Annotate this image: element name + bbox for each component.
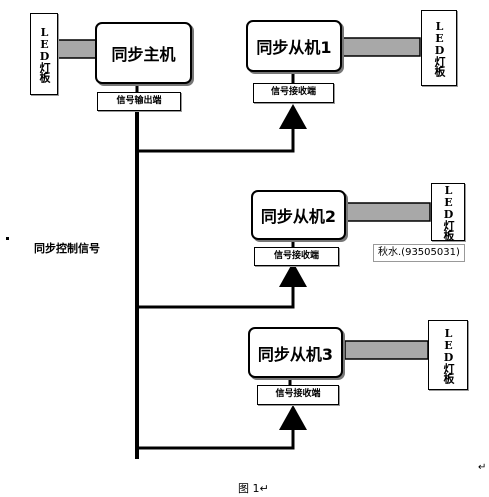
slave1-cable [339, 37, 421, 57]
slave2-cable [344, 202, 431, 222]
master-led-panel: LED灯板 [30, 13, 58, 95]
author-signature: 秋水.(93505031) [373, 244, 465, 262]
slave3-input-tag: 信号接收端 [257, 385, 339, 405]
figure-caption: 图 1↵ [238, 482, 269, 495]
arrow-slave1 [279, 104, 307, 129]
sync-slave1-box: 同步从机1 [246, 20, 342, 72]
master-output-tag: 信号输出端 [97, 92, 181, 111]
sync-control-signal-label: 同步控制信号 [34, 242, 100, 255]
arrow-slave2 [279, 262, 307, 287]
marker-dot [6, 237, 9, 240]
slave1-input-tag: 信号接收端 [253, 83, 334, 103]
corner-mark: ↵ [478, 462, 486, 473]
slave3-led-panel: LED灯板 [428, 320, 468, 390]
slave3-cable [344, 340, 429, 360]
slave2-input-tag: 信号接收端 [254, 247, 339, 266]
sync-slave3-box: 同步从机3 [248, 327, 343, 378]
master-cable [56, 39, 98, 59]
sync-slave2-box: 同步从机2 [251, 190, 346, 240]
branch-slave1 [137, 127, 295, 153]
sync-master-box: 同步主机 [95, 22, 192, 84]
branch-slave3 [137, 428, 295, 450]
slave2-led-panel: LED灯板 [431, 183, 465, 241]
branch-slave2 [137, 285, 295, 309]
arrow-slave3 [279, 405, 307, 430]
slave1-led-panel: LED灯板 [421, 10, 457, 86]
